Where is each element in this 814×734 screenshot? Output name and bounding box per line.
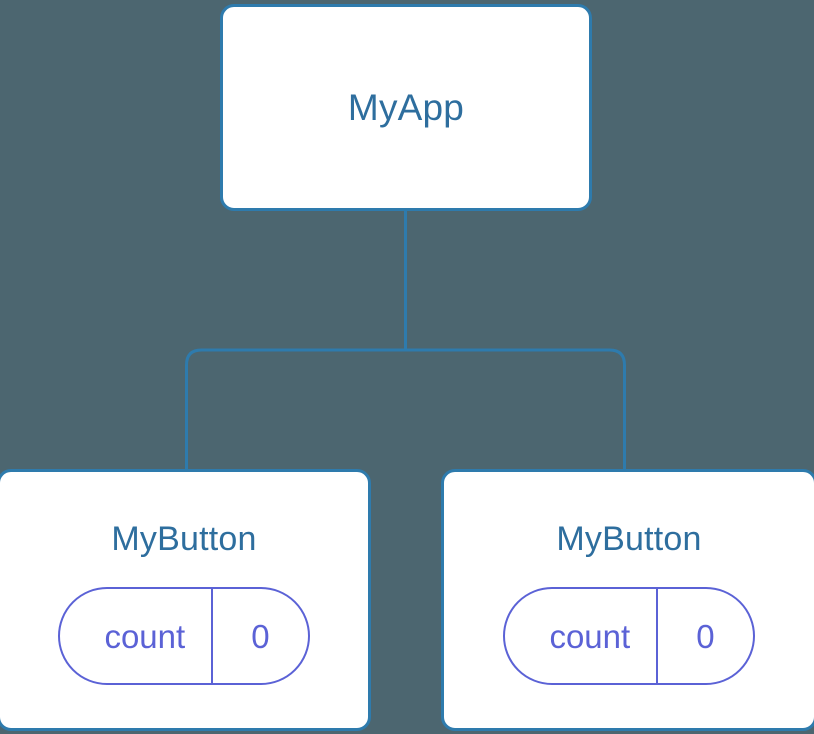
state-value: 0	[656, 589, 752, 683]
state-key: count	[104, 617, 186, 655]
tree-node-mybutton-1[interactable]: MyButton count 0	[441, 469, 814, 731]
tree-node-title: MyButton	[556, 520, 702, 558]
edge-child-bus	[185, 348, 626, 470]
tree-node-title: MyApp	[347, 87, 465, 128]
tree-node-myapp[interactable]: MyApp	[220, 4, 592, 211]
state-badge[interactable]: count 0	[503, 587, 755, 685]
tree-node-mybutton-0[interactable]: MyButton count 0	[0, 469, 371, 731]
state-badge[interactable]: count 0	[58, 587, 310, 685]
state-key: count	[549, 617, 631, 655]
state-value: 0	[211, 589, 307, 683]
tree-node-title: MyButton	[111, 520, 257, 558]
